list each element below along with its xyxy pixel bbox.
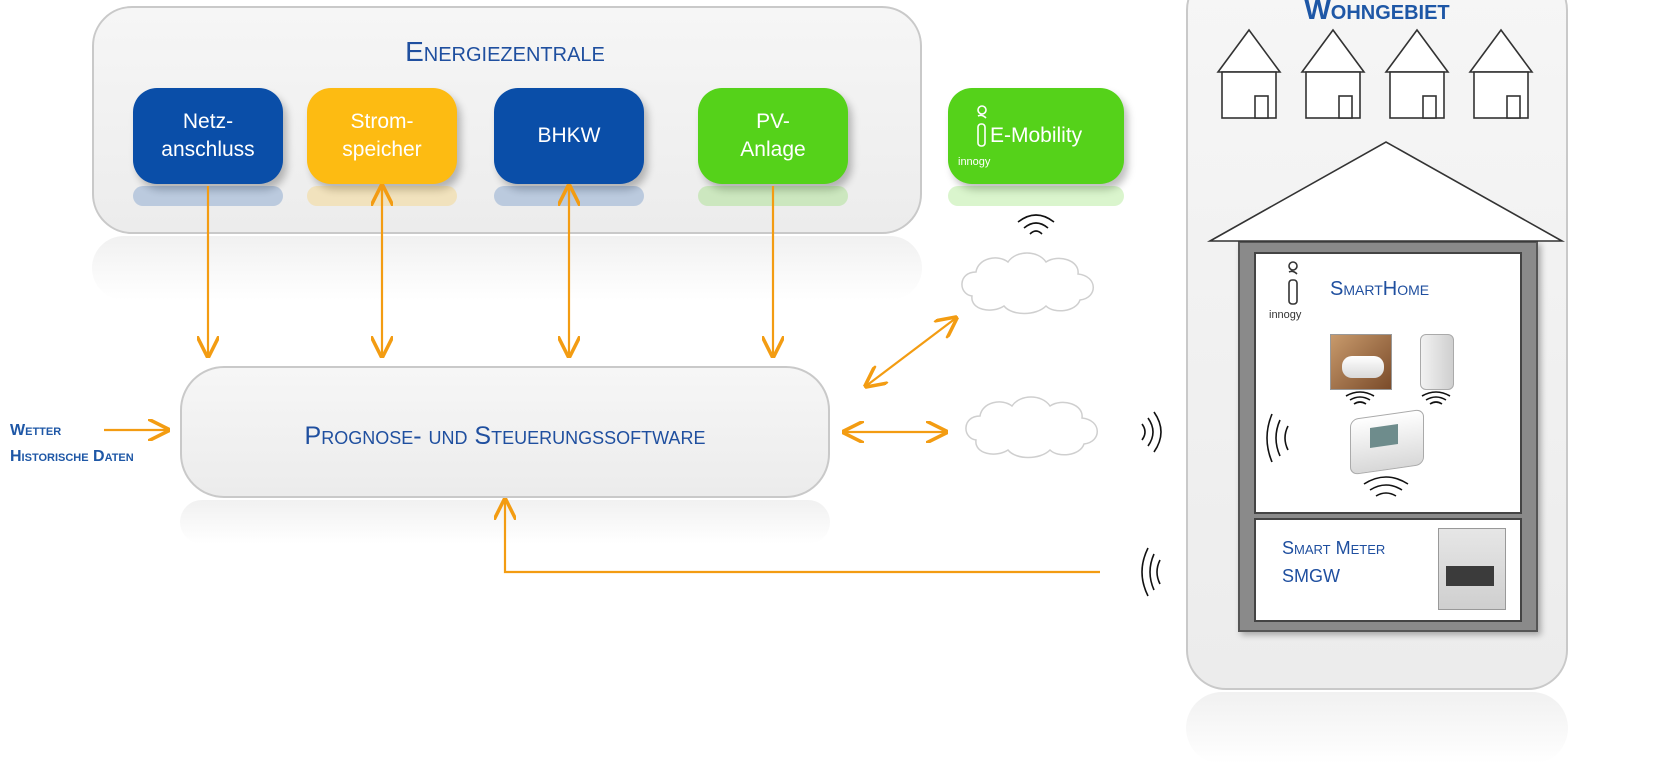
cloud-upper xyxy=(961,252,1094,315)
prognose-label: Prognose- und Steuerungssoftware xyxy=(304,422,706,450)
wohngebiet-title: Wohngebiet xyxy=(1304,0,1450,25)
thermostat-body xyxy=(1342,356,1384,378)
house-icon xyxy=(1468,28,1534,119)
signal-icon xyxy=(1141,411,1162,453)
signal-icon xyxy=(1345,391,1375,405)
emobility-reflection xyxy=(948,186,1124,206)
smarthome-title: SmartHome xyxy=(1330,278,1430,300)
smart-meter-display xyxy=(1446,566,1494,586)
prognose-panel xyxy=(180,366,830,498)
pv-anlage-box: PV- Anlage xyxy=(698,88,848,184)
stromspeicher-box: Strom- speicher xyxy=(307,88,457,184)
smartmeter-label: Smart Meter xyxy=(1282,538,1386,558)
smgw-label: SMGW xyxy=(1282,566,1340,586)
signal-icon xyxy=(1266,413,1289,463)
house-icon xyxy=(1384,28,1450,119)
innogy-brand: innogy xyxy=(1269,309,1302,321)
house-icon xyxy=(1216,28,1282,119)
smart-plug-image xyxy=(1420,334,1454,390)
innogy-logo-icon xyxy=(1288,261,1298,305)
energiezentrale-title: Energiezentrale xyxy=(405,36,605,67)
wohngebiet-reflection xyxy=(1186,692,1568,764)
signal-icon xyxy=(1421,391,1451,405)
house-icon xyxy=(1300,28,1366,119)
bhkw-box: BHKW xyxy=(494,88,644,184)
emobility-label: E-Mobility xyxy=(990,124,1083,147)
wetter-label: Wetter xyxy=(10,422,62,439)
signal-icon xyxy=(1141,547,1161,597)
building-roof xyxy=(1206,141,1566,242)
emobility-brand: innogy xyxy=(958,156,991,168)
netzanschluss-box: Netz- anschluss xyxy=(133,88,283,184)
energiezentrale-reflection xyxy=(92,236,922,300)
historische-daten-label: Historische Daten xyxy=(10,448,134,465)
signal-icon xyxy=(1363,476,1409,497)
arrow-smartmeter xyxy=(505,500,1100,574)
arrow-cloud-upper xyxy=(866,318,956,386)
cloud-lower xyxy=(965,396,1098,459)
signal-icon xyxy=(1017,214,1055,235)
innogy-logo-icon xyxy=(977,105,987,147)
